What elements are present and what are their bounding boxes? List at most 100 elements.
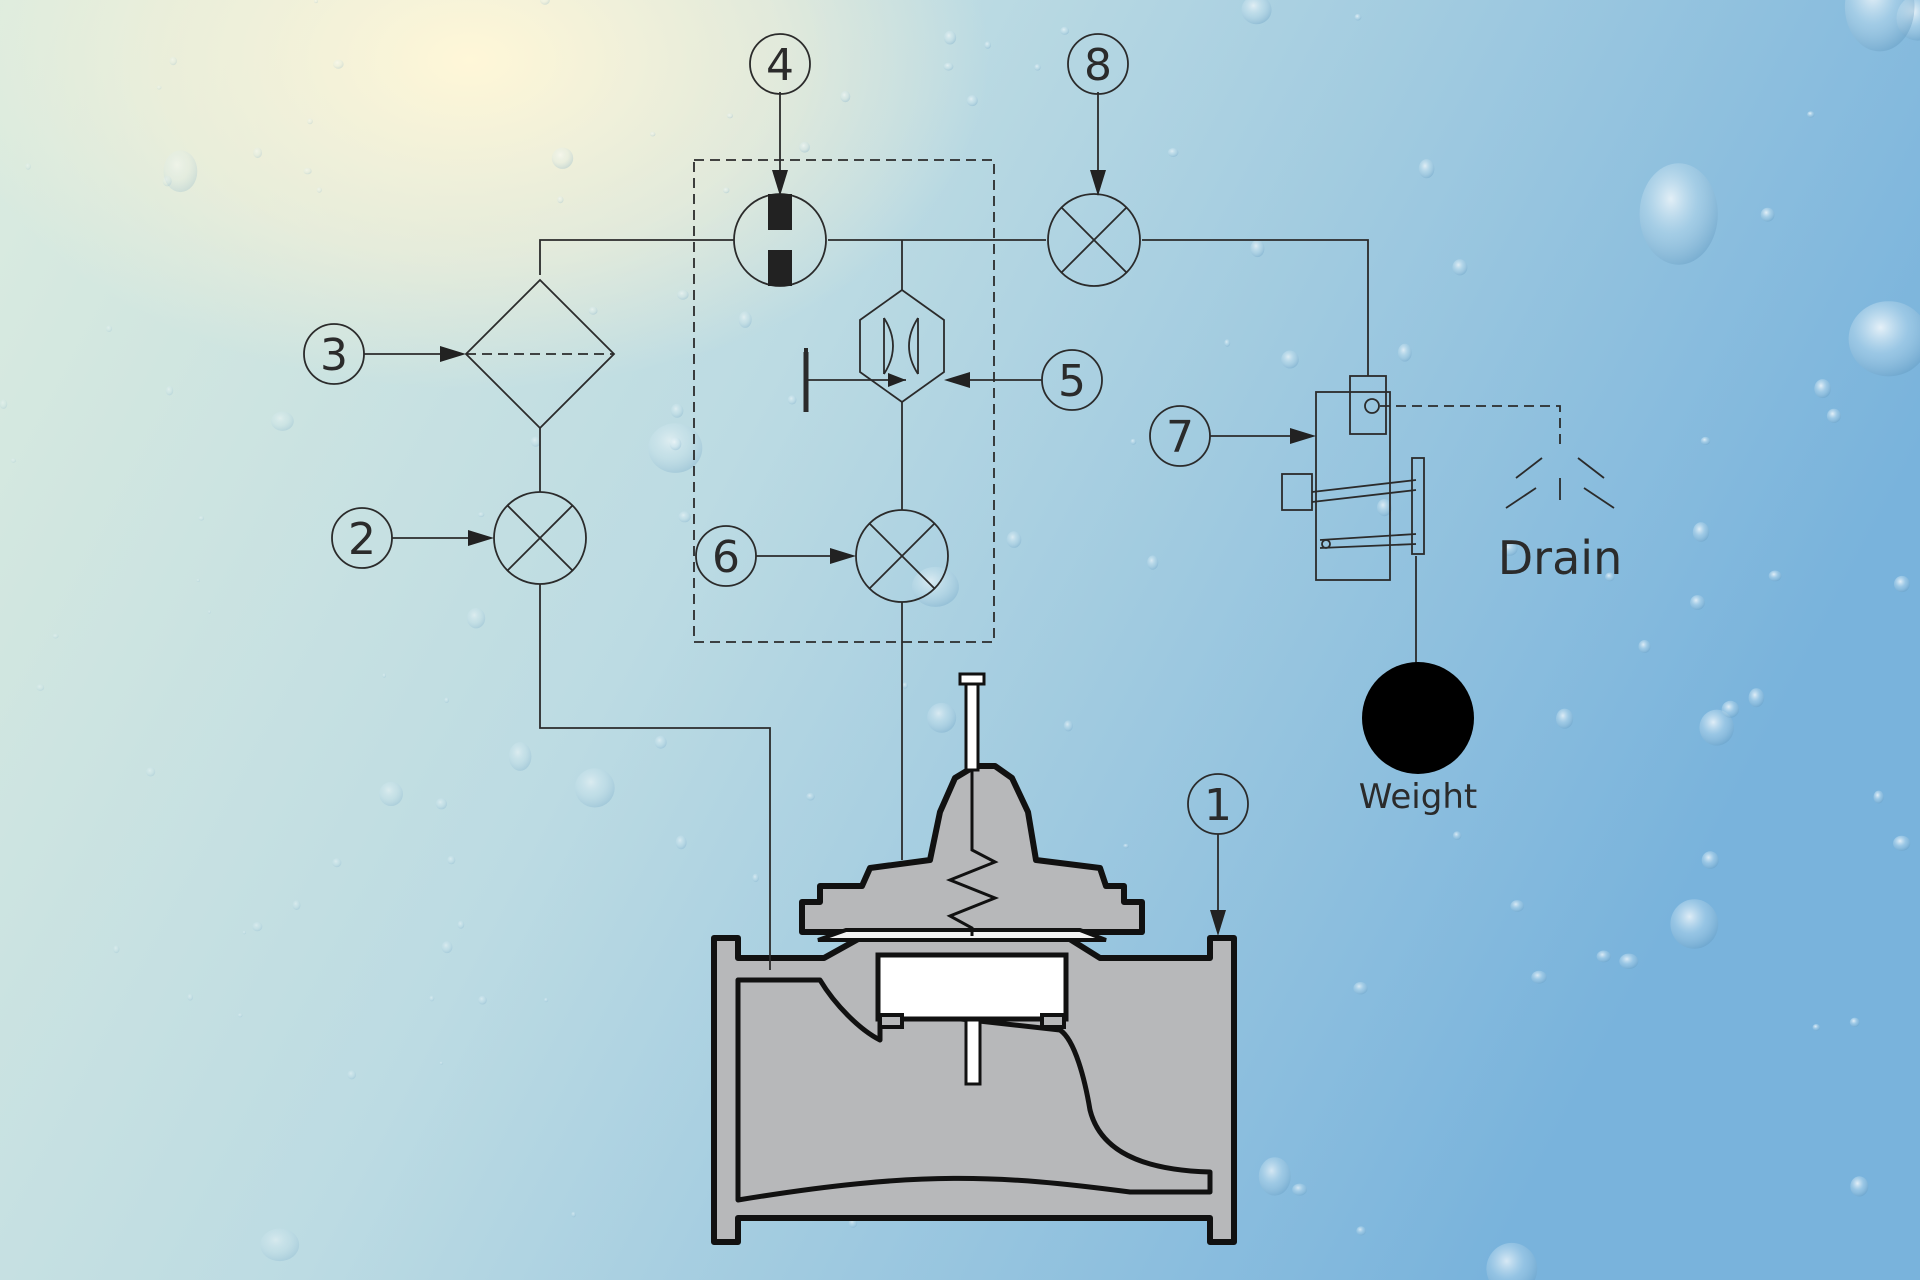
water-droplet — [943, 30, 957, 45]
indicator-stem — [964, 678, 980, 772]
water-droplet — [654, 735, 667, 749]
water-droplet — [379, 781, 403, 807]
water-droplet — [1250, 239, 1265, 258]
water-droplet — [478, 512, 485, 518]
callout-6: 6 — [695, 525, 757, 587]
water-droplet — [799, 141, 810, 153]
water-droplet — [1692, 522, 1710, 542]
water-droplet — [1452, 259, 1468, 276]
water-droplet — [1241, 0, 1272, 25]
water-droplet — [105, 325, 113, 333]
water-droplet — [347, 1070, 357, 1080]
water-droplet — [1873, 790, 1884, 804]
water-droplet — [444, 697, 449, 703]
water-droplet — [943, 62, 954, 71]
callout-5-number: 5 — [1058, 356, 1086, 407]
water-droplet — [1596, 950, 1611, 963]
water-droplet — [539, 0, 550, 5]
water-droplet — [1844, 0, 1915, 52]
water-droplet — [0, 399, 8, 409]
water-droplet — [650, 131, 656, 137]
pilot-assembly-enclosure — [693, 159, 995, 643]
water-droplet — [435, 798, 447, 810]
indicator-cap — [958, 672, 986, 686]
water-droplet — [260, 1228, 300, 1262]
water-droplet — [1034, 64, 1041, 71]
water-droplet — [1814, 379, 1831, 399]
water-droplet — [242, 930, 246, 935]
water-droplet — [675, 835, 687, 850]
water-droplet — [1690, 595, 1705, 610]
water-droplet — [1812, 1024, 1821, 1031]
water-droplet — [678, 511, 691, 523]
water-droplet — [1556, 708, 1574, 729]
water-droplet — [1826, 408, 1841, 423]
water-droplet — [316, 187, 322, 193]
callout-2: 2 — [331, 507, 393, 569]
water-droplet — [1638, 640, 1651, 653]
water-droplet — [333, 59, 344, 69]
water-droplet — [1397, 343, 1412, 362]
water-droplet — [1848, 301, 1920, 377]
water-droplet — [1531, 970, 1547, 984]
water-droplet — [1123, 843, 1129, 849]
water-droplet — [752, 873, 759, 883]
water-droplet — [198, 516, 205, 521]
valve-stem — [964, 1018, 982, 1086]
water-droplet — [163, 150, 198, 193]
callout-6-number: 6 — [712, 532, 740, 583]
water-droplet — [1894, 575, 1910, 593]
callout-4-number: 4 — [766, 40, 794, 91]
water-droplet — [1700, 436, 1711, 445]
water-droplet — [457, 920, 465, 929]
spring — [945, 770, 1000, 936]
water-droplet — [1258, 1157, 1291, 1196]
water-droplet — [787, 395, 797, 405]
water-droplet — [544, 997, 549, 1003]
needle-valve-symbol — [803, 288, 945, 412]
water-droplet — [187, 993, 193, 1001]
callout-7-number: 7 — [1166, 412, 1194, 463]
callout-4: 4 — [749, 33, 811, 95]
water-droplet — [806, 792, 815, 801]
water-droplet — [1807, 111, 1815, 118]
control-tubing — [539, 239, 1561, 970]
valve-seat-passage — [735, 977, 1213, 1203]
water-droplet — [1510, 900, 1524, 912]
water-droplet — [1486, 1242, 1538, 1280]
water-droplet — [1292, 1183, 1307, 1196]
water-droplet — [1639, 163, 1718, 265]
water-droplet — [1893, 835, 1911, 851]
drain-label: Drain — [1498, 531, 1622, 585]
weight-label: Weight — [1359, 777, 1477, 817]
orifice-symbol — [733, 193, 827, 287]
water-droplet — [1699, 709, 1734, 746]
water-droplet — [1353, 982, 1368, 995]
water-droplet — [10, 458, 16, 463]
water-droplet — [1721, 700, 1740, 718]
water-droplet — [1130, 438, 1137, 445]
water-droplet — [52, 633, 59, 639]
water-droplet — [169, 56, 177, 66]
water-droplet — [25, 163, 31, 170]
water-droplet — [382, 673, 386, 678]
water-droplet — [1701, 851, 1719, 869]
water-droplet — [588, 306, 598, 315]
water-droplet — [332, 858, 342, 868]
water-droplet — [1605, 572, 1615, 582]
piston-skirt-right — [1040, 1013, 1066, 1029]
water-droplet — [1356, 1226, 1366, 1236]
water-droplet — [1748, 688, 1765, 708]
water-droplet — [1418, 159, 1435, 179]
callout-3: 3 — [303, 323, 365, 385]
callout-5: 5 — [1041, 349, 1103, 411]
water-droplet — [439, 1061, 444, 1065]
water-droplet — [530, 436, 541, 447]
water-droplet — [1670, 899, 1719, 949]
water-droplet — [984, 41, 991, 49]
callout-2-number: 2 — [348, 514, 376, 565]
water-droplet — [292, 900, 301, 910]
callout-3-number: 3 — [320, 330, 348, 381]
water-droplet — [1006, 531, 1022, 548]
water-droplet — [726, 113, 734, 119]
